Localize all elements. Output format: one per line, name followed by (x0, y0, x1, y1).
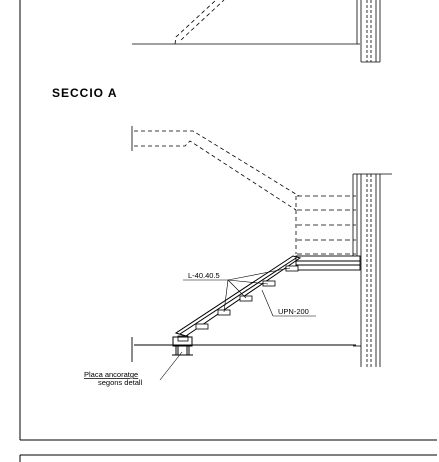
label-anchor-plate-line1: Placa ancoratge (84, 370, 138, 379)
label-angle-profile: L-40.40.5 (188, 271, 220, 280)
stair-stringer (174, 255, 302, 337)
section-title: SECCIO A (52, 86, 118, 100)
label-anchor-plate-line2: segons detall (98, 378, 143, 387)
step-angles (177, 265, 299, 342)
upper-view-fragment (132, 0, 381, 63)
slab-lines (297, 195, 356, 255)
column (352, 173, 392, 367)
label-channel-profile: UPN-200 (278, 307, 309, 316)
sheet-frame (19, 0, 437, 462)
ground-line (131, 337, 356, 362)
leader-lines (159, 267, 316, 381)
upper-stair-flight (131, 126, 300, 254)
anchor-plate (172, 336, 193, 356)
landing-beam (295, 255, 361, 271)
